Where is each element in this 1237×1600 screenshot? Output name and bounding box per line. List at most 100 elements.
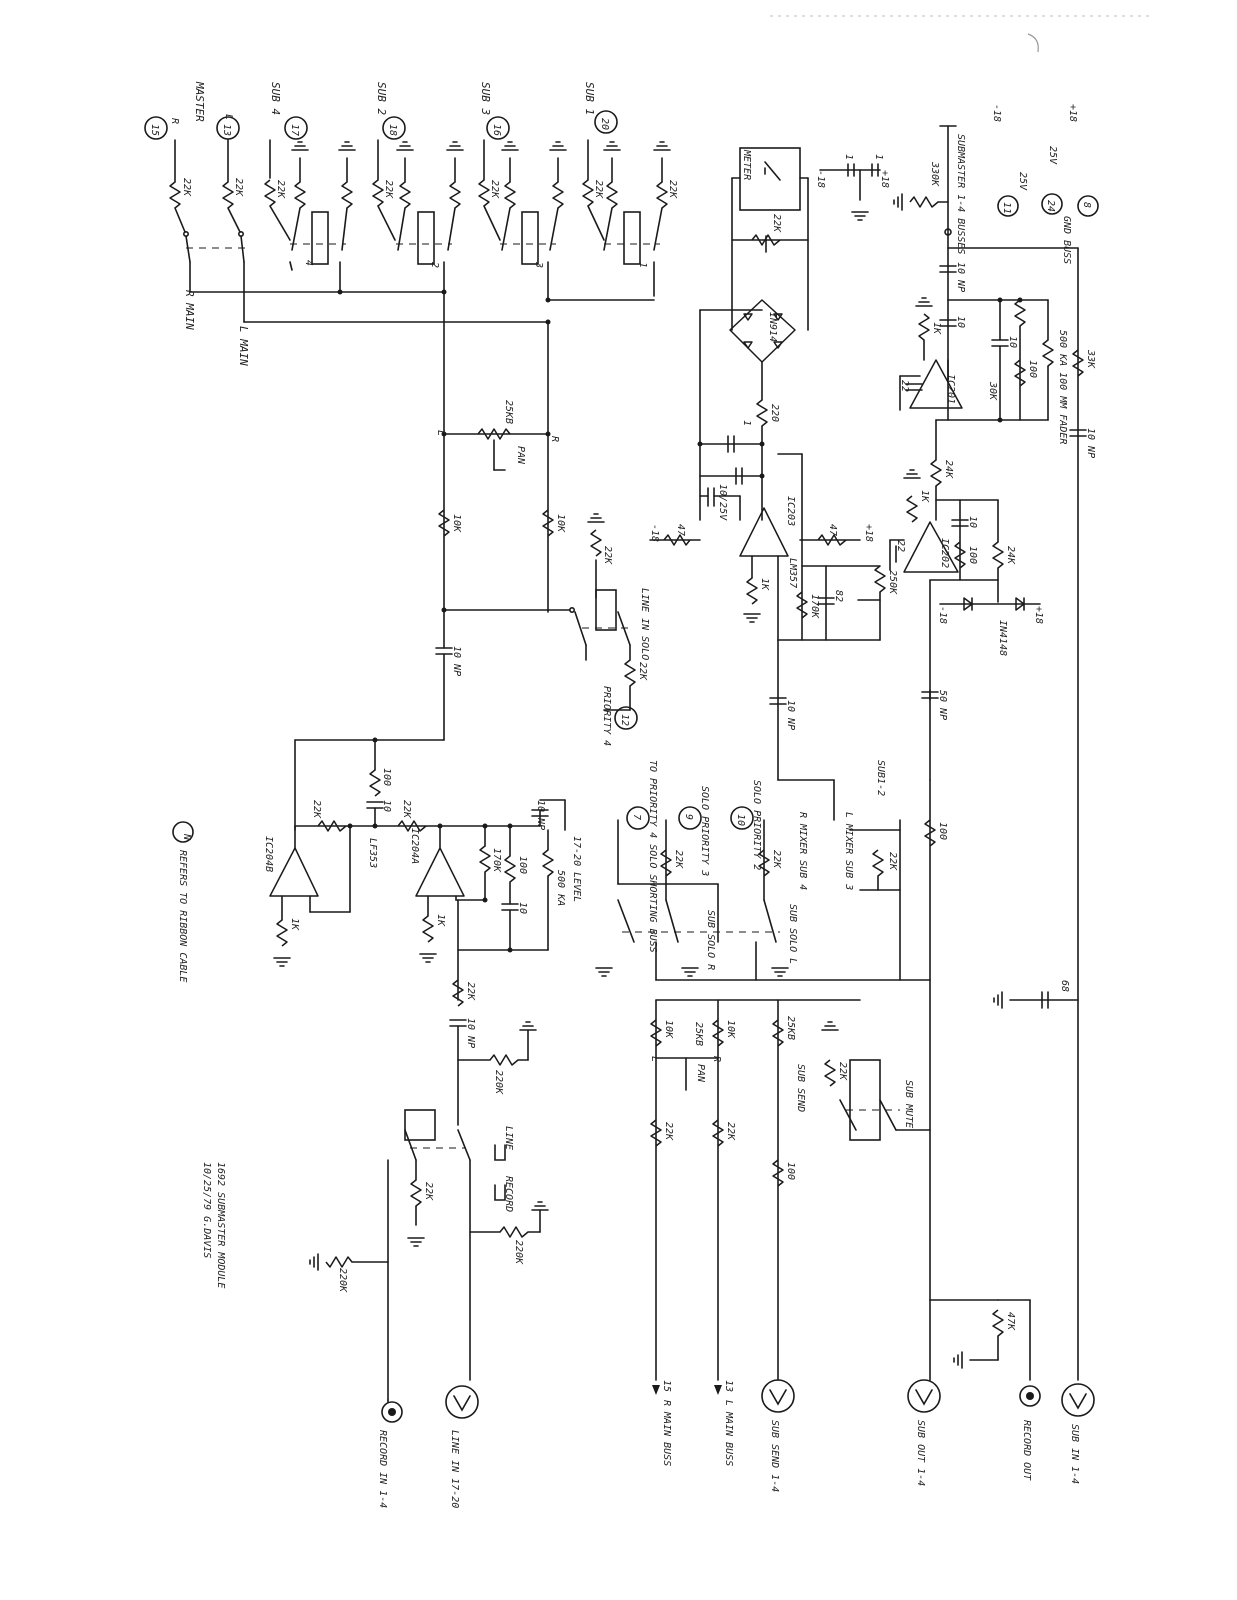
note-marker: N bbox=[181, 833, 192, 841]
r-1k-ic203: 1K bbox=[759, 578, 770, 591]
bridge-label: IN914 bbox=[767, 312, 778, 342]
r-22k-a: 22K bbox=[181, 178, 192, 197]
r-22k-send-l: 22K bbox=[663, 1122, 674, 1141]
gnd-buss-label: GND BUSS bbox=[1061, 216, 1072, 264]
priority4-label: PRIORITY 4 bbox=[601, 686, 612, 746]
submaster-busses-label: SUBMASTER 1-4 BUSSES bbox=[955, 134, 966, 254]
sub2-label: SUB 2 bbox=[375, 82, 388, 115]
to-priority-label: TO PRIORITY 4 SOLO SHORTING BUSS bbox=[647, 760, 658, 953]
r-22k-solo: 22K bbox=[602, 546, 613, 565]
r-47-b: 47 bbox=[827, 524, 838, 536]
v-plus18-a: +18 bbox=[863, 524, 874, 542]
v-plus18-c: +18 bbox=[1067, 104, 1078, 122]
sub-solo-mute-section bbox=[595, 247, 1087, 1381]
r-22k-send-r: 22K bbox=[725, 1122, 736, 1141]
r-24k-b: 24K bbox=[1005, 546, 1016, 565]
l-main-label: L MAIN bbox=[237, 326, 250, 366]
solo-priority2-label: SOLO PRIORITY 2 bbox=[751, 780, 762, 870]
r-22k-rec: 22K bbox=[423, 1182, 434, 1201]
sub-out-label: SUB OUT 1-4 bbox=[915, 1420, 926, 1486]
scan-mark bbox=[1027, 33, 1039, 53]
ribbon-note: REFERS TO RIBBON CABLE bbox=[177, 850, 188, 982]
ic204a-label: IC204A bbox=[409, 828, 420, 864]
v-plus18-b: +18 bbox=[879, 170, 890, 188]
ribbon-24: 24 bbox=[1045, 200, 1056, 212]
l-main-buss-arrow bbox=[714, 1385, 722, 1395]
sw-2: 2 bbox=[429, 262, 440, 268]
r-22k-solo-b: 22K bbox=[637, 662, 648, 681]
r-22k-meter: 22K bbox=[771, 214, 782, 233]
r-main-label: R MAIN bbox=[183, 290, 196, 330]
v-minus18-c: -18 bbox=[991, 104, 1002, 122]
c-1-b: 1 bbox=[843, 154, 854, 160]
ribbon-13b: 13 bbox=[723, 1380, 734, 1392]
send-l-letter: L bbox=[649, 1056, 660, 1062]
pan2-label: PAN bbox=[695, 1064, 706, 1083]
c-1-a: 1 bbox=[741, 420, 752, 426]
v-25v-a: 25V bbox=[1017, 172, 1028, 191]
c-10-b: 10 bbox=[517, 902, 528, 914]
solo-priority3-label: SOLO PRIORITY 3 bbox=[699, 786, 710, 876]
c-10np-e: 10 NP bbox=[955, 262, 966, 292]
r-220k-c: 220K bbox=[337, 1268, 348, 1293]
r-main-buss-arrow bbox=[652, 1385, 660, 1395]
c-68: 68 bbox=[1059, 980, 1070, 992]
sub-in-label: SUB IN 1-4 bbox=[1069, 1424, 1080, 1484]
sw-4: 4 bbox=[303, 260, 314, 266]
record-label: RECORD bbox=[503, 1176, 514, 1212]
v-minus18-b: -18 bbox=[815, 170, 826, 188]
master-r-letter: R bbox=[169, 118, 180, 124]
r-22k-e: 22K bbox=[489, 180, 500, 199]
level-label: 17-20 LEVEL bbox=[571, 836, 582, 902]
sub-mute-label: SUB MUTE bbox=[903, 1080, 914, 1128]
r-22k-ic204a: 22K bbox=[401, 800, 412, 819]
sub1-label: SUB 1 bbox=[583, 82, 596, 115]
r-22k-d: 22K bbox=[383, 180, 394, 199]
ic202-label: IC202 bbox=[939, 538, 950, 568]
r-250k: 250K bbox=[887, 570, 898, 595]
line-in-solo-label: LINE IN SOLO bbox=[639, 588, 650, 660]
master-label: MASTER bbox=[193, 81, 206, 122]
r-22k-g: 22K bbox=[667, 180, 678, 199]
r-47k: 47K bbox=[1005, 1312, 1016, 1331]
r-100-e: 100 bbox=[937, 822, 948, 840]
send-r-letter: R bbox=[711, 1056, 722, 1062]
r-1k-b: 1K bbox=[289, 918, 300, 931]
c-10-c: 10 bbox=[955, 316, 966, 328]
text-labels: MASTER SUB 4 SUB 2 SUB 3 SUB 1 R MAIN L … bbox=[149, 81, 1096, 1508]
sub-in-jack bbox=[1061, 1383, 1095, 1417]
fader-label: 500 KA 100 MM FADER bbox=[1057, 330, 1068, 444]
r-170k-a: 170K bbox=[491, 848, 502, 873]
r-1k-a: 1K bbox=[435, 914, 446, 927]
r-24k-a: 24K bbox=[943, 460, 954, 479]
r-1k-ic202: 1K bbox=[919, 490, 930, 503]
r-22k-c: 22K bbox=[275, 180, 286, 199]
c-82: 82 bbox=[833, 590, 844, 602]
master-l-letter: L bbox=[223, 114, 234, 120]
v-25v-b: 25V bbox=[1047, 146, 1058, 165]
ribbon-8: 8 bbox=[1081, 202, 1092, 208]
v-minus18-a: -18 bbox=[649, 524, 660, 542]
r-22k-mute: 22K bbox=[837, 1062, 848, 1081]
r-10k-r: 10K bbox=[555, 514, 566, 533]
lm357-label: LM357 bbox=[787, 558, 798, 588]
c-10np-a: 10 NP bbox=[451, 646, 462, 676]
pot-25kb-pan2: 25KB bbox=[693, 1022, 704, 1046]
record-out-label: RECORD OUT bbox=[1021, 1420, 1032, 1481]
r-22k-b: 22K bbox=[233, 178, 244, 197]
r-170k-b: 170K bbox=[809, 594, 820, 619]
v-minus18-d: -18 bbox=[937, 606, 948, 624]
ribbon-16: 16 bbox=[491, 124, 502, 136]
r-100-c: 100 bbox=[1027, 360, 1038, 378]
sub-out-jack bbox=[907, 1379, 941, 1413]
sub-send-label: SUB SEND 1-4 bbox=[769, 1420, 780, 1492]
title-line2: 10/25/79 G.DAVIS bbox=[201, 1162, 212, 1258]
meter-label: METER bbox=[741, 149, 752, 180]
ribbon-17: 17 bbox=[289, 124, 300, 136]
c-50np: 50 NP bbox=[937, 690, 948, 720]
r-10k-send-l: 10K bbox=[663, 1020, 674, 1039]
sub3-label: SUB 3 bbox=[479, 82, 492, 115]
record-in-jack bbox=[381, 1401, 403, 1423]
r-22k-solo-r: 22K bbox=[673, 850, 684, 869]
